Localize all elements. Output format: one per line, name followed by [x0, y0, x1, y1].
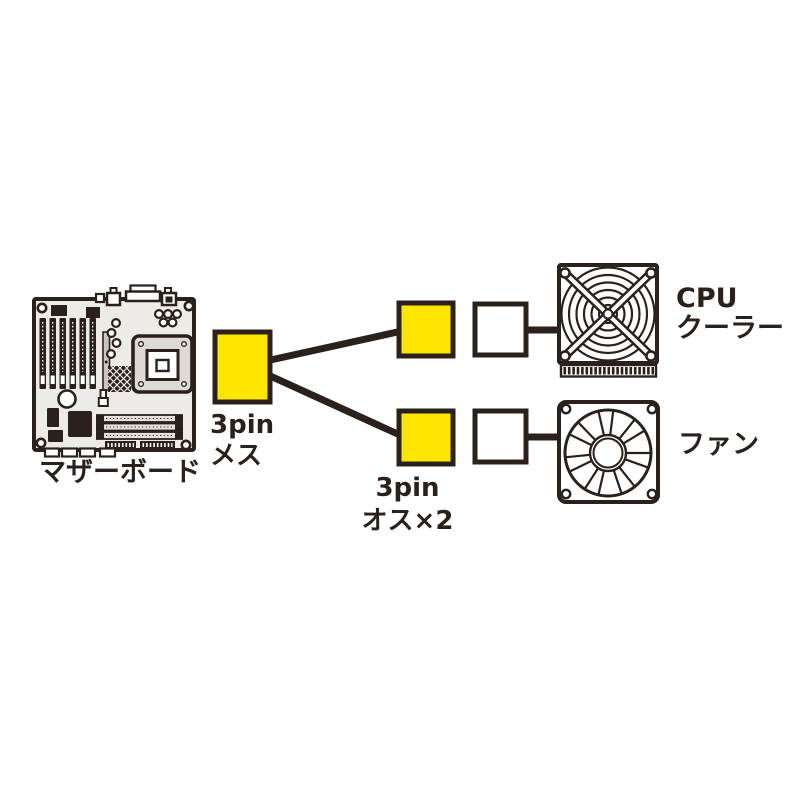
cpu-cooler-label: CPU クーラー: [676, 284, 784, 344]
chip: [68, 411, 92, 437]
motherboard-illustration: [32, 284, 196, 458]
3pin-male-connector-bottom: [396, 408, 456, 467]
mounting-screws: [35, 300, 195, 451]
rear-ports: [94, 284, 178, 307]
device-socket-bottom: [472, 408, 529, 465]
fan-screw-holes: [560, 403, 658, 500]
chip: [48, 430, 63, 442]
fan-hub: [588, 433, 628, 473]
cable-branch-bottom: [264, 370, 404, 440]
male-connector-label-line1: 3pin: [375, 473, 440, 503]
female-connector-label-line1: 3pin: [210, 410, 275, 440]
male-connector-label: 3pin オス×2: [357, 472, 458, 538]
chip: [86, 307, 100, 318]
3pin-female-connector: [212, 329, 273, 405]
pci-slots: [39, 318, 96, 389]
female-connector-label-line2: メス: [210, 441, 263, 471]
cpu-socket: [131, 334, 194, 394]
chip: [47, 408, 59, 427]
fan-guard-brace: [559, 267, 657, 362]
female-connector-label: 3pin メス: [210, 410, 274, 472]
cpu-cooler-label-line2: クーラー: [676, 313, 784, 344]
agp-slot: [97, 331, 111, 407]
cpu-cooler-label-line1: CPU: [676, 283, 738, 314]
fan-blades: [565, 410, 651, 496]
cable-branch-top: [265, 327, 403, 365]
fan-label: ファン: [678, 429, 759, 460]
male-connector-label-line2: オス×2: [361, 506, 454, 536]
device-socket-top: [472, 301, 529, 358]
cooler-heatsink-fins: [559, 363, 658, 378]
3pin-male-connector-top: [396, 300, 456, 359]
chip: [51, 305, 67, 316]
cmos-battery: [57, 389, 77, 409]
edge-tabs: [43, 447, 117, 458]
capacitors: [105, 309, 183, 360]
fan-illustration: [557, 400, 660, 504]
motherboard-label: マザーボード: [39, 457, 201, 488]
fan-hub-inner: [592, 437, 624, 469]
cpu-cooler-illustration: [557, 263, 659, 378]
ram-slots: [96, 414, 183, 440]
cooler-rings: [560, 266, 656, 362]
chipset-heatsink: [107, 365, 132, 393]
splitter-cable: [212, 300, 561, 467]
pin-headers: [105, 441, 175, 449]
